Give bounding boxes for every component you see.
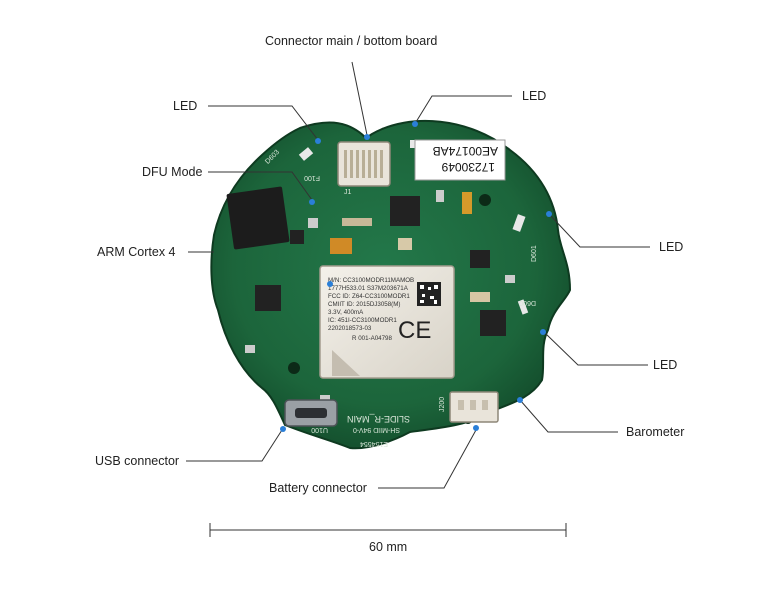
leader-led-top-right — [415, 95, 512, 123]
label-led-right-lower: LED — [653, 358, 678, 372]
leader-usb — [186, 429, 283, 462]
label-dfu-mode: DFU Mode — [142, 165, 203, 179]
leader-led-right-lower — [544, 332, 648, 366]
marker-dot — [315, 138, 321, 144]
mounting-hole — [288, 362, 300, 374]
ce-mark: CE — [398, 317, 431, 344]
silk-j1: J1 — [344, 189, 352, 196]
label-led-right-upper: LED — [659, 240, 684, 254]
silk-j200: J200 — [439, 397, 446, 412]
marker-dot — [540, 329, 546, 335]
marker-dot — [364, 134, 370, 140]
silk-main: SLIDE-R_MAIN — [347, 414, 410, 424]
silk-rating: SH-MIID 94V-0 — [353, 426, 400, 433]
mounting-hole — [479, 194, 491, 206]
label-connector-main: Connector main / bottom board — [265, 34, 438, 48]
silk-u100: U100 — [311, 426, 328, 433]
ic-chip — [390, 196, 420, 226]
marker-dot — [412, 121, 418, 127]
scale-bar — [209, 523, 567, 537]
marker-dot — [517, 397, 523, 403]
marker-dot — [546, 211, 552, 217]
marker-dot — [473, 425, 479, 431]
serial-line-1: 17230049 — [441, 160, 495, 174]
silk-part: E154554 — [360, 440, 388, 447]
label-arm-cortex: ARM Cortex 4 — [97, 245, 176, 259]
marker-dot — [309, 199, 315, 205]
serial-line-2: AE00174AB — [433, 144, 498, 158]
wifi-module: M/N: CC3100MODR11MAMOB 1777H533.01 S37M2… — [319, 265, 455, 379]
svg-text:FCC ID: Z64-CC3100MODR1: FCC ID: Z64-CC3100MODR1 — [328, 293, 410, 300]
leader-led-top-left — [208, 105, 319, 141]
label-usb-connector: USB connector — [95, 454, 180, 468]
silk-d601: D601 — [531, 245, 538, 262]
marker-dot — [280, 426, 286, 432]
ic-chip — [480, 310, 506, 336]
leader-led-right-upper — [549, 214, 650, 248]
label-barometer: Barometer — [626, 425, 685, 439]
serial-sticker: 17230049 AE00174AB — [414, 139, 506, 181]
svg-text:R 001-A04798: R 001-A04798 — [352, 335, 392, 342]
marker-dot — [327, 281, 333, 287]
svg-text:CMIIT ID: 2015DJ3058(M): CMIIT ID: 2015DJ3058(M) — [328, 301, 400, 308]
marker-dots — [280, 121, 552, 432]
leader-battery — [378, 429, 477, 489]
svg-text:M/N: CC3100MODR11MAMOB: M/N: CC3100MODR11MAMOB — [328, 277, 414, 284]
svg-text:2202018573-03: 2202018573-03 — [328, 325, 372, 332]
ic-chip — [255, 285, 281, 311]
silk-f100: F100 — [304, 174, 320, 181]
leader-barometer — [519, 399, 618, 433]
arm-cortex-chip — [226, 186, 290, 250]
svg-text:3.3V, 400mA: 3.3V, 400mA — [328, 309, 364, 316]
svg-text:1777H533.01 S37M203671A: 1777H533.01 S37M203671A — [328, 285, 409, 292]
svg-text:IC: 451I-CC3100MODR1: IC: 451I-CC3100MODR1 — [328, 317, 397, 324]
ic-chip — [470, 250, 490, 268]
leader-lines — [186, 61, 650, 489]
label-led-top-left: LED — [173, 99, 198, 113]
silk-d600: D600 — [519, 299, 536, 306]
leader-dfu — [208, 171, 313, 201]
label-scale: 60 mm — [369, 540, 408, 554]
ic-chip — [290, 230, 304, 244]
label-led-top-right: LED — [522, 89, 547, 103]
leader-connector-main — [351, 61, 368, 136]
label-battery-connector: Battery connector — [269, 481, 367, 495]
